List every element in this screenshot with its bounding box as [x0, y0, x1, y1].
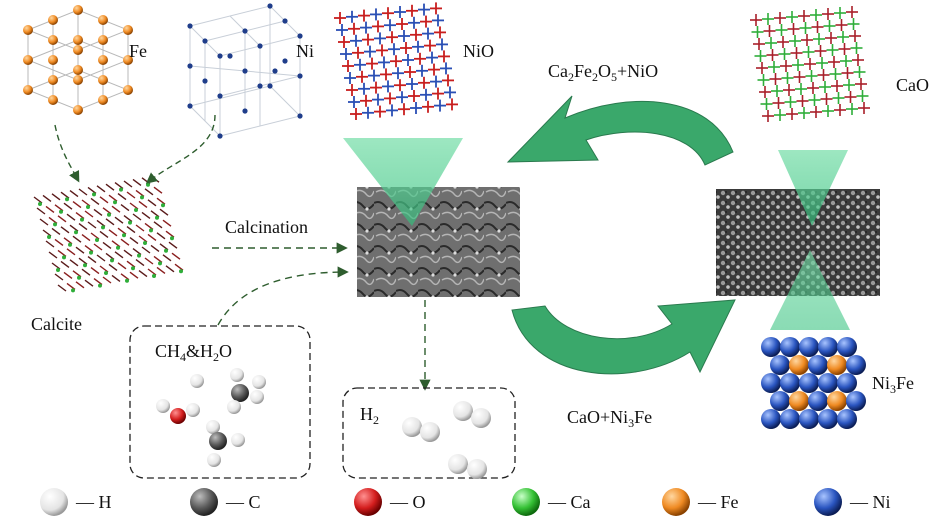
ni-to-calcite-arrow: [145, 114, 216, 184]
legend-label: — O: [390, 491, 426, 512]
beam-cao: [778, 150, 848, 226]
calcite-label: Calcite: [31, 314, 82, 334]
legend-label: — H: [76, 491, 112, 512]
legend-c-ball-icon: [190, 488, 218, 516]
beam-nio: [343, 138, 463, 226]
bottom-arrow-label: CaO+Ni3Fe: [567, 407, 653, 430]
legend-label: — Ni: [850, 491, 891, 512]
h2-box: [342, 387, 516, 479]
calcination-label: Calcination: [225, 217, 308, 237]
legend-h-ball-icon: [40, 488, 68, 516]
ch4-h2o-label: CH4&H2O: [155, 341, 233, 364]
legend-item-h: — H: [38, 486, 112, 518]
legend-label: — C: [226, 491, 261, 512]
cycle-arrow-bottom: [511, 299, 736, 375]
legend-item-fe: — Fe: [660, 486, 739, 518]
legend-ni-ball-icon: [814, 488, 842, 516]
ch4-h2o-molecules-icon: [156, 368, 266, 467]
legend-ca-ball-icon: [512, 488, 540, 516]
cao-label: CaO: [896, 75, 929, 95]
nio-label: NiO: [463, 41, 494, 61]
legend-item-o: — O: [352, 486, 426, 518]
legend-label: — Ca: [548, 491, 591, 512]
cao-lattice-icon: [750, 6, 870, 122]
legend-label: — Fe: [698, 491, 739, 512]
top-arrow-label: Ca2Fe2O5+NiO: [548, 61, 659, 84]
ch4-h2o-box: [129, 325, 311, 479]
ni3fe-structure-icon: [761, 337, 866, 429]
ni-lattice-icon: [187, 3, 303, 139]
legend-o-ball-icon: [354, 488, 382, 516]
fe-label: Fe: [129, 41, 147, 61]
sem-image-calcined: [357, 187, 520, 297]
nio-lattice-icon: [334, 2, 458, 120]
legend-fe-ball-icon: [662, 488, 690, 516]
h2-molecules-icon: [402, 401, 491, 479]
fe-lattice-icon: [23, 5, 133, 115]
ni3fe-label: Ni3Fe: [872, 373, 914, 396]
beam-ni3fe: [770, 250, 850, 330]
fe-to-calcite-arrow: [54, 124, 80, 183]
cycle-arrow-top: [506, 95, 734, 166]
calcite-structure-icon: [33, 175, 184, 293]
h2-label: H2: [360, 404, 379, 427]
legend-item-ca: — Ca: [510, 486, 591, 518]
legend-item-ni: — Ni: [812, 486, 891, 518]
ni-label: Ni: [296, 41, 314, 61]
legend-item-c: — C: [188, 486, 261, 518]
gas-feed-arrow: [217, 266, 349, 326]
